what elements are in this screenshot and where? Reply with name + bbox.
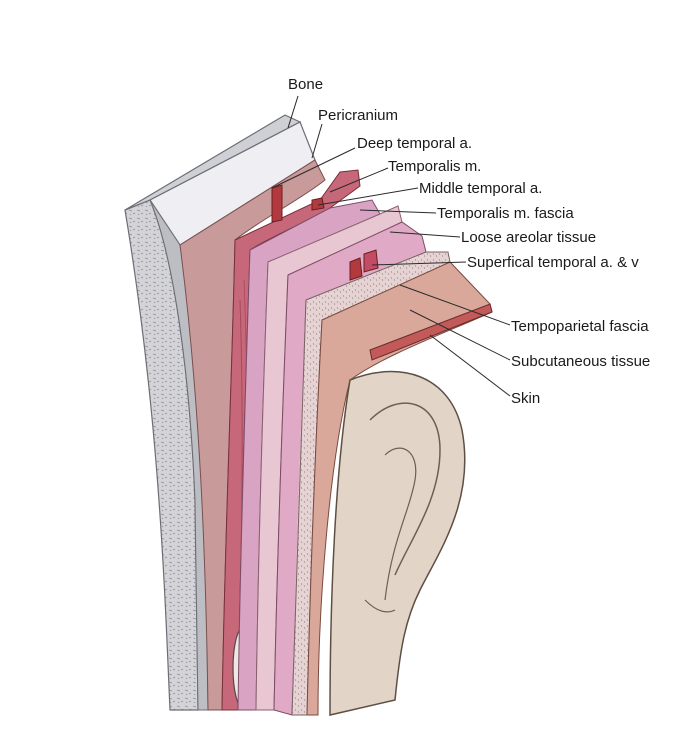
label-deep-temporal-artery: Deep temporal a.: [357, 135, 472, 152]
leader-lines: [271, 95, 511, 397]
label-subcutaneous-tissue: Subcutaneous tissue: [511, 353, 650, 370]
label-temporalis-muscle: Temporalis m.: [388, 158, 481, 175]
middle-temporal-artery: [311, 197, 325, 211]
superficial-temporal-vessels: [349, 249, 379, 281]
label-temporalis-fascia: Temporalis m. fascia: [437, 205, 574, 222]
label-bone: Bone: [288, 76, 323, 93]
label-pericranium: Pericranium: [318, 107, 398, 124]
bone-layer: [124, 114, 316, 711]
label-middle-temporal-artery: Middle temporal a.: [419, 180, 542, 197]
label-loose-areolar-tissue: Loose areolar tissue: [461, 229, 596, 246]
label-superficial-temporal-vessels: Superfical temporal a. & v: [467, 254, 639, 271]
deep-temporal-artery: [271, 184, 283, 223]
skin-layer: [306, 261, 493, 716]
label-skin: Skin: [511, 390, 540, 407]
label-temporoparietal-fascia: Tempoparietal fascia: [511, 318, 649, 335]
ear: [329, 370, 466, 716]
